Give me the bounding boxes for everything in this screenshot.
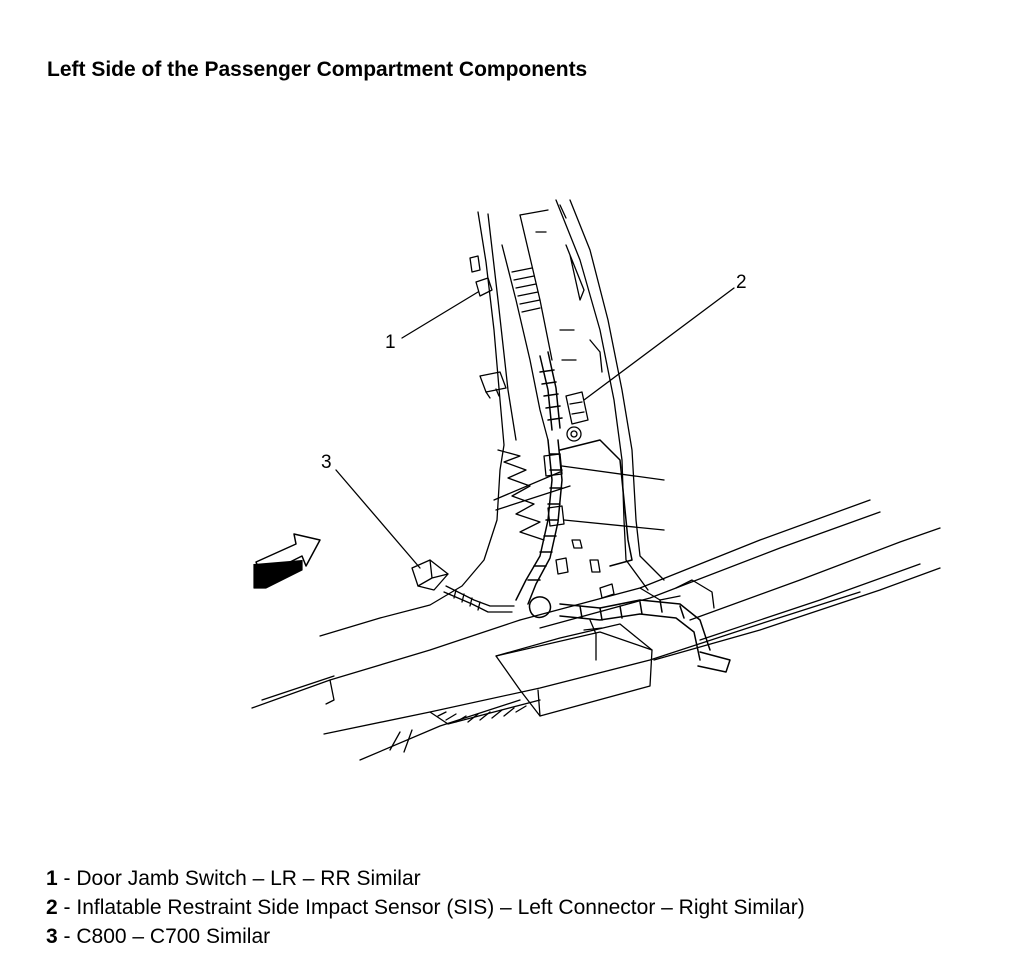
c800-connector — [411, 559, 515, 613]
page-title: Left Side of the Passenger Compartment C… — [47, 58, 588, 81]
legend-separator: - — [57, 925, 77, 948]
leader-line-2 — [583, 287, 735, 401]
legend-number: 1 — [46, 867, 58, 890]
legend-item: 1 - Door Jamb Switch – LR – RR Similar — [46, 864, 805, 893]
b-pillar — [319, 199, 665, 637]
rocker-sill — [251, 499, 941, 761]
legend-separator: - — [57, 867, 77, 890]
leader-line-1 — [401, 291, 479, 339]
legend-text: Door Jamb Switch – LR – RR Similar — [76, 867, 421, 890]
legend: 1 - Door Jamb Switch – LR – RR Similar 2… — [46, 864, 805, 951]
legend-text: Inflatable Restraint Side Impact Sensor … — [76, 896, 805, 919]
legend-separator: - — [57, 896, 77, 919]
legend-item: 2 - Inflatable Restraint Side Impact Sen… — [46, 893, 805, 922]
side-impact-sensor-connector — [565, 391, 589, 442]
legend-number: 2 — [46, 896, 58, 919]
legend-number: 3 — [46, 925, 58, 948]
callout-1: 1 — [385, 332, 396, 353]
legend-text: C800 – C700 Similar — [76, 925, 271, 948]
callout-3: 3 — [321, 452, 332, 473]
pillar-brackets — [543, 453, 665, 661]
wiring-harness — [515, 351, 731, 673]
front-direction-arrow — [253, 533, 321, 589]
callout-2: 2 — [736, 272, 747, 293]
leader-line-3 — [335, 469, 421, 569]
legend-item: 3 - C800 – C700 Similar — [46, 922, 805, 951]
